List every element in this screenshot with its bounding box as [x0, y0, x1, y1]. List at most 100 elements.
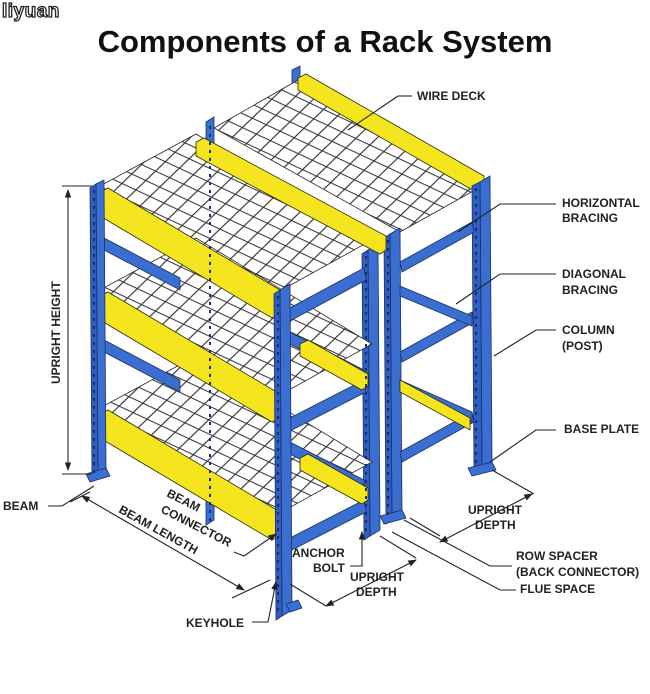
- keyhole-slot: [277, 408, 279, 411]
- keyhole-perforations: [93, 126, 477, 611]
- keyhole-slot: [209, 414, 211, 417]
- keyhole-slot: [209, 334, 211, 337]
- keyhole-slot: [387, 352, 389, 355]
- keyhole-slot: [93, 406, 95, 409]
- upright-depth-right-dimension: [409, 469, 535, 543]
- keyhole-slot: [365, 328, 367, 331]
- page-title: Components of a Rack System: [97, 24, 553, 59]
- keyhole-slot: [209, 206, 211, 209]
- keyhole-slot: [277, 384, 279, 387]
- keyhole-slot: [209, 382, 211, 385]
- label-horizontal-bracing-1: HORIZONTAL: [562, 196, 640, 210]
- keyhole-slot: [475, 348, 477, 351]
- keyhole-slot: [387, 408, 389, 411]
- keyhole-slot: [387, 496, 389, 499]
- keyhole-slot: [209, 158, 211, 161]
- keyhole-slot: [475, 204, 477, 207]
- label-beam-length: BEAM LENGTH: [117, 502, 201, 557]
- keyhole-slot: [209, 486, 211, 489]
- keyhole-slot: [277, 504, 279, 507]
- keyhole-slot: [209, 302, 211, 305]
- label-anchor-bolt-1: ANCHOR: [292, 546, 345, 560]
- keyhole-slot: [365, 432, 367, 435]
- keyhole-slot: [475, 236, 477, 239]
- keyhole-slot: [365, 496, 367, 499]
- keyhole-slot: [475, 340, 477, 343]
- keyhole-slot: [93, 350, 95, 353]
- keyhole-slot: [209, 254, 211, 257]
- keyhole-slot: [475, 428, 477, 431]
- keyhole-slot: [209, 502, 211, 505]
- upright-height-dimension: [62, 185, 92, 475]
- keyhole-slot: [475, 420, 477, 423]
- wire-deck-leader: [347, 95, 399, 131]
- keyhole-slot: [475, 364, 477, 367]
- keyhole-slot: [277, 584, 279, 587]
- keyhole-slot: [387, 296, 389, 299]
- keyhole-slot: [209, 366, 211, 369]
- keyhole-slot: [365, 336, 367, 339]
- keyhole-slot: [365, 408, 367, 411]
- horizontal-bracing-leader: [457, 203, 556, 233]
- keyhole-slot: [365, 256, 367, 259]
- keyhole-slot: [387, 480, 389, 483]
- keyhole-slot: [475, 404, 477, 407]
- keyhole-slot: [209, 150, 211, 153]
- keyhole-slot: [387, 440, 389, 443]
- keyhole-slot: [475, 356, 477, 359]
- keyhole-slot: [365, 280, 367, 283]
- keyhole-slot: [277, 296, 279, 299]
- keyhole-slot: [387, 368, 389, 371]
- label-upright-height: UPRIGHT HEIGHT: [49, 281, 63, 384]
- keyhole-slot: [277, 416, 279, 419]
- keyhole-slot: [209, 358, 211, 361]
- keyhole-slot: [209, 278, 211, 281]
- keyhole-slot: [365, 488, 367, 491]
- keyhole-slot: [93, 326, 95, 329]
- keyhole-slot: [209, 166, 211, 169]
- keyhole-slot: [475, 292, 477, 295]
- keyhole-slot: [475, 332, 477, 335]
- keyhole-slot: [387, 432, 389, 435]
- keyhole-slot: [93, 374, 95, 377]
- keyhole-slot: [277, 608, 279, 611]
- keyhole-slot: [93, 206, 95, 209]
- keyhole-slot: [277, 424, 279, 427]
- keyhole-slot: [277, 392, 279, 395]
- base-plate-leader: [489, 429, 556, 463]
- keyhole-slot: [387, 336, 389, 339]
- keyhole-slot: [209, 318, 211, 321]
- keyhole-slot: [93, 454, 95, 457]
- keyhole-slot: [93, 334, 95, 337]
- keyhole-slot: [387, 288, 389, 291]
- keyhole-slot: [365, 360, 367, 363]
- keyhole-slot: [209, 446, 211, 449]
- keyhole-slot: [277, 480, 279, 483]
- keyhole-slot: [277, 536, 279, 539]
- keyhole-slot: [209, 238, 211, 241]
- keyhole-slot: [387, 392, 389, 395]
- keyhole-slot: [209, 142, 211, 145]
- keyhole-slot: [209, 438, 211, 441]
- keyhole-slot: [93, 382, 95, 385]
- keyhole-slot: [387, 264, 389, 267]
- keyhole-slot: [365, 416, 367, 419]
- label-anchor-bolt-2: BOLT: [313, 561, 345, 575]
- keyhole-slot: [475, 276, 477, 279]
- keyhole-slot: [365, 288, 367, 291]
- keyhole-slot: [209, 494, 211, 497]
- keyhole-slot: [209, 230, 211, 233]
- keyhole-slot: [475, 252, 477, 255]
- keyhole-slot: [277, 456, 279, 459]
- keyhole-slot: [365, 480, 367, 483]
- keyhole-slot: [277, 472, 279, 475]
- label-horizontal-bracing-2: BRACING: [562, 211, 618, 225]
- keyhole-slot: [93, 294, 95, 297]
- keyhole-slot: [365, 320, 367, 323]
- keyhole-slot: [365, 504, 367, 507]
- keyhole-slot: [277, 448, 279, 451]
- keyhole-slot: [387, 240, 389, 243]
- keyhole-slot: [93, 286, 95, 289]
- keyhole-slot: [365, 344, 367, 347]
- label-upright-depth-front-1: UPRIGHT: [350, 570, 405, 584]
